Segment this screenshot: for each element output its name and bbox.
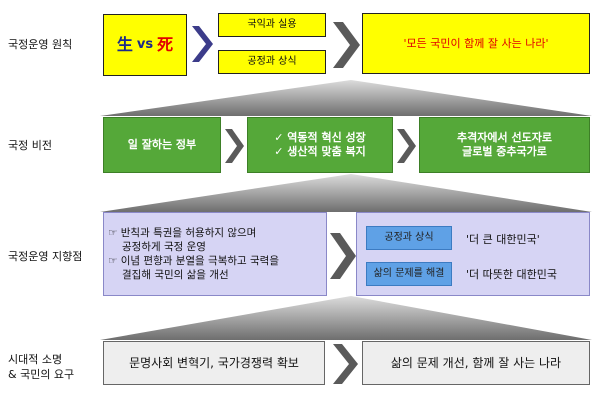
row-label-demand: 시대적 소명 & 국민의 요구: [8, 352, 74, 382]
vision-box-efficient-government: 일 잘하는 정부: [103, 117, 221, 173]
arrow-chevron-icon: [225, 129, 244, 163]
row-label-demand-line1: 시대적 소명: [8, 353, 63, 366]
arrow-chevron-icon: [397, 129, 416, 163]
vision-growth-line: ✓ 역동적 혁신 성장: [274, 131, 366, 144]
funnel-shape-bottom: [100, 296, 592, 340]
vision-global-line1: 추격자에서 선도자로: [457, 131, 552, 144]
principle-slogan-box: '모든 국민이 함께 잘 사는 나라': [362, 13, 590, 74]
direction-tag-solve-life: 삶의 문제를 해결: [366, 262, 452, 286]
vision-box-growth-welfare: ✓ 역동적 혁신 성장 ✓ 생산적 맞춤 복지: [247, 117, 393, 173]
principle-item-pragmatism: 국익과 실용: [218, 13, 326, 37]
direction-bullets-box: ☞ 반칙과 특권을 허용하지 않으며 공정하게 국정 운영 ☞ 이념 편향과 분…: [103, 212, 327, 296]
vision-global-line2: 글로벌 중추국가로: [462, 145, 547, 158]
row-label-demand-line2: & 국민의 요구: [8, 368, 75, 381]
funnel-shape-top: [100, 80, 592, 116]
vision-welfare-line: ✓ 생산적 맞춤 복지: [274, 145, 366, 158]
principle-item-fairness: 공정과 상식: [218, 50, 326, 74]
row-label-principle: 국정운영 원칙: [8, 38, 73, 51]
life-character: 生: [116, 35, 133, 54]
direction-bullet2-line2: 결집해 국민의 삶을 개선: [122, 269, 229, 281]
direction-bullet1-line1: ☞ 반칙과 특권을 허용하지 않으며: [108, 227, 257, 239]
arrow-chevron-icon: [330, 233, 356, 279]
funnel-shape-middle: [100, 174, 592, 212]
direction-result-bigger: '더 큰 대한민국': [466, 233, 540, 246]
demand-box-better-life: 삶의 문제 개선, 함께 잘 사는 나라: [362, 341, 590, 385]
demand-box-transformation: 문명사회 변혁기, 국가경쟁력 확보: [103, 341, 325, 385]
death-character: 死: [157, 35, 174, 54]
versus-text: vs: [136, 37, 154, 52]
arrow-chevron-icon: [333, 22, 360, 68]
vision-box-global-pivot: 추격자에서 선도자로 글로벌 중추국가로: [419, 117, 590, 173]
direction-result-warmer: '더 따뜻한 대한민국: [466, 268, 557, 281]
life-vs-death-box: 生 vs 死: [103, 14, 187, 76]
direction-bullet1-line2: 공정하게 국정 운영: [122, 241, 206, 253]
row-label-direction: 국정운영 지향점: [8, 250, 83, 263]
direction-bullet2-line1: ☞ 이념 편향과 분열을 극복하고 국력을: [108, 255, 280, 267]
arrow-chevron-icon: [333, 344, 358, 384]
direction-tag-fairness: 공정과 상식: [366, 226, 452, 250]
arrow-chevron-icon: [192, 26, 213, 62]
row-label-vision: 국정 비전: [8, 139, 52, 152]
